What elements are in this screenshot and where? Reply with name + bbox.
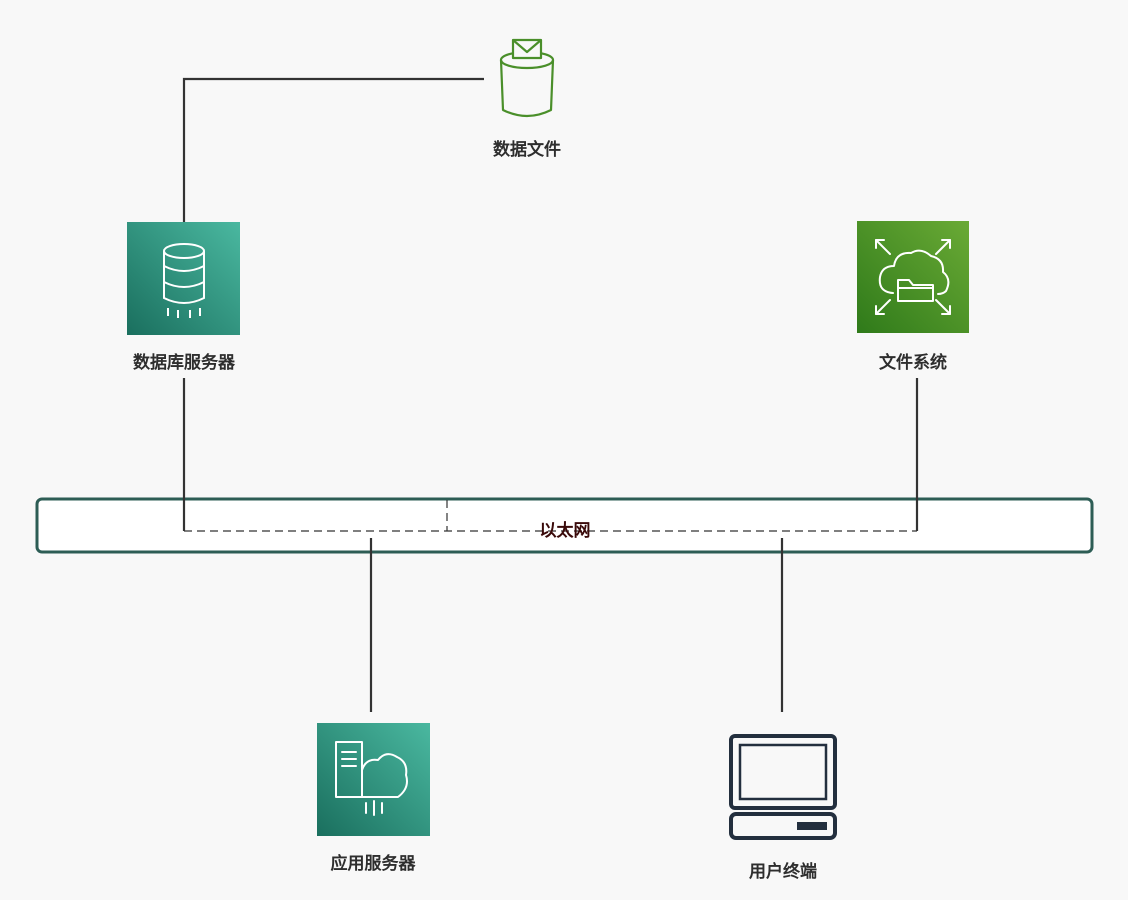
- ethernet-bus: [35, 497, 1094, 554]
- ethernet-dashed-routes: [184, 500, 917, 532]
- connector-lines: [182, 77, 919, 712]
- database-icon: [127, 222, 240, 335]
- storage-bucket-icon: [499, 38, 555, 118]
- connector-db-to-datafile: [182, 77, 484, 222]
- db-server-label: 数据库服务器: [133, 353, 235, 373]
- user-terminal-label: 用户终端: [749, 862, 817, 882]
- server-cloud-icon: [317, 723, 430, 836]
- cloud-folder-icon: [857, 221, 969, 333]
- file-system-label: 文件系统: [879, 353, 947, 373]
- terminal-icon: [729, 734, 837, 840]
- ethernet-label: 以太网: [539, 521, 591, 541]
- data-file-label: 数据文件: [493, 140, 561, 160]
- app-server-label: 应用服务器: [330, 854, 416, 874]
